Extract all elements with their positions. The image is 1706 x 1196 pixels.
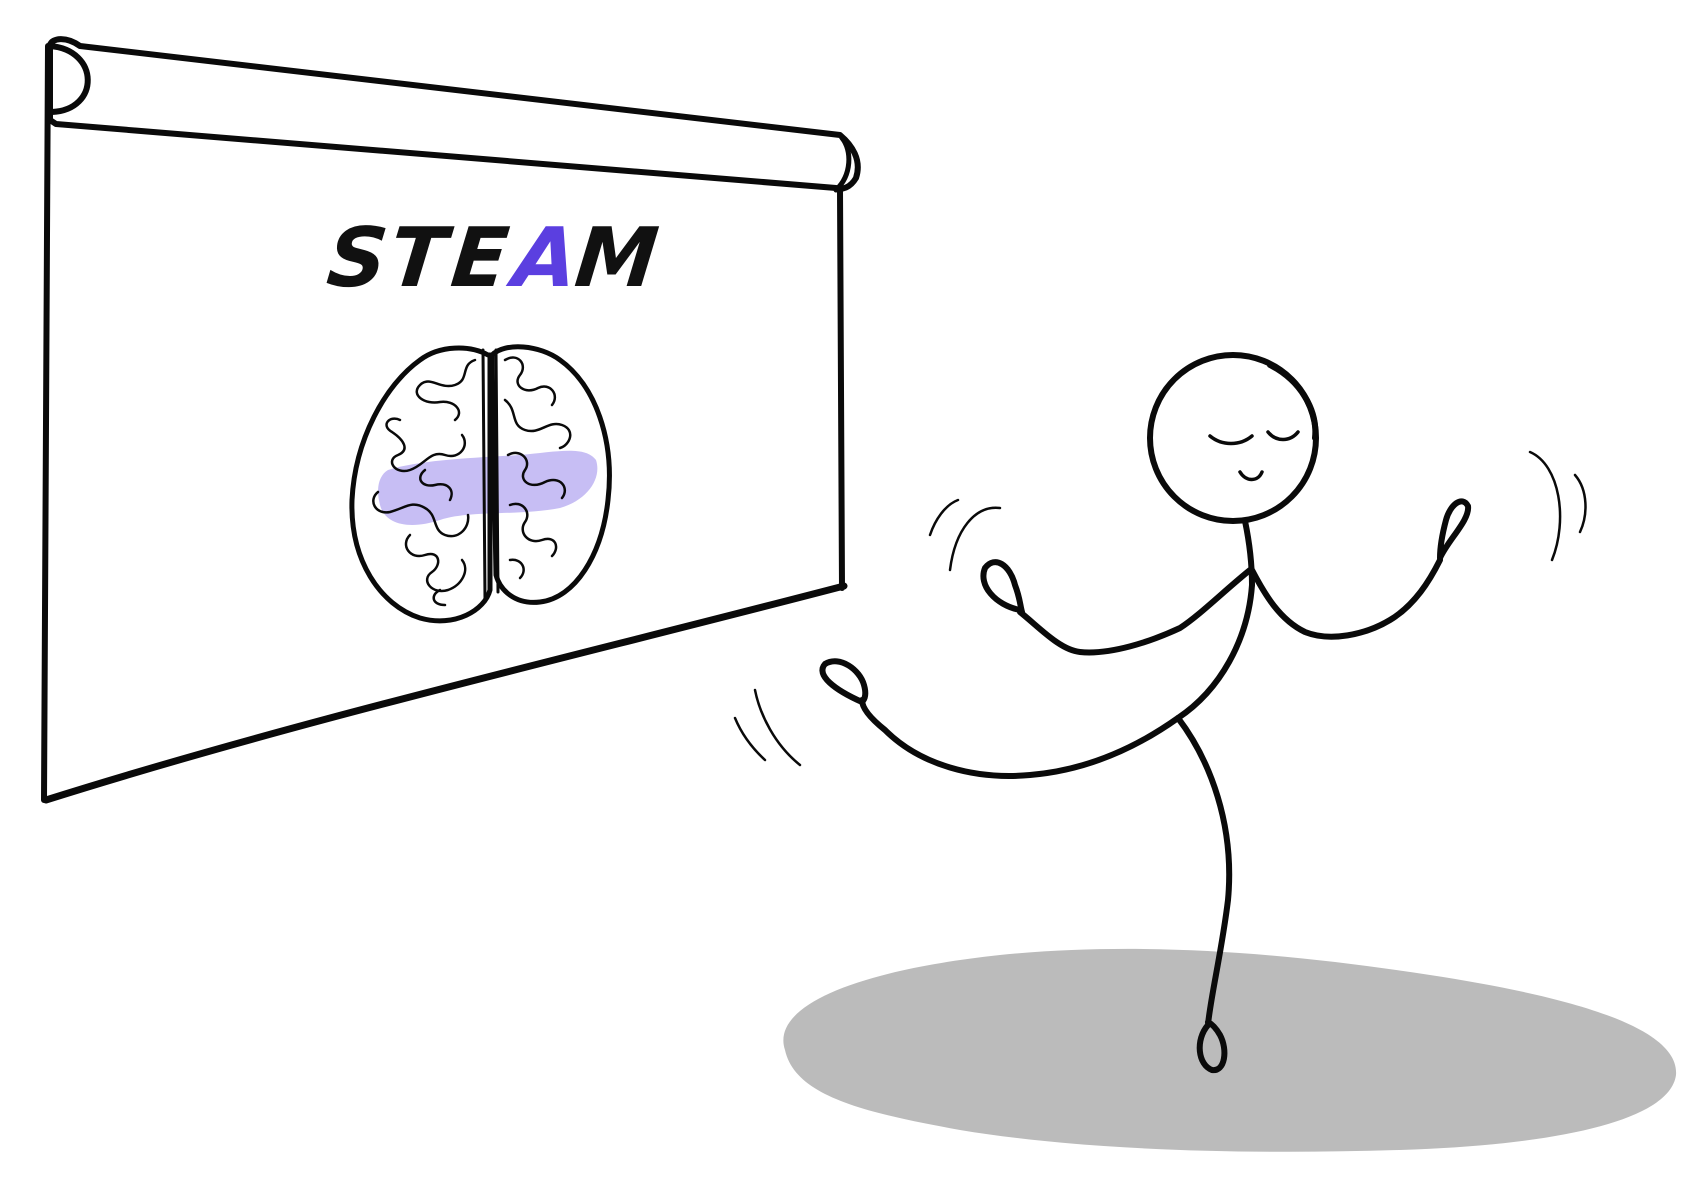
floor-shadow bbox=[783, 948, 1677, 1152]
steam-letter-e: E bbox=[447, 211, 513, 306]
figure-mouth bbox=[1238, 470, 1264, 482]
motion-lines bbox=[733, 450, 1587, 767]
figure-eye-left bbox=[1208, 434, 1254, 446]
projection-screen bbox=[41, 36, 861, 804]
figure-eye-right bbox=[1266, 430, 1300, 442]
brain-icon bbox=[349, 344, 612, 624]
stick-figure bbox=[819, 352, 1472, 1073]
steam-letter-m: M bbox=[571, 211, 663, 306]
steam-title: S T E A M bbox=[323, 211, 663, 306]
steam-letter-s: S bbox=[323, 211, 392, 306]
